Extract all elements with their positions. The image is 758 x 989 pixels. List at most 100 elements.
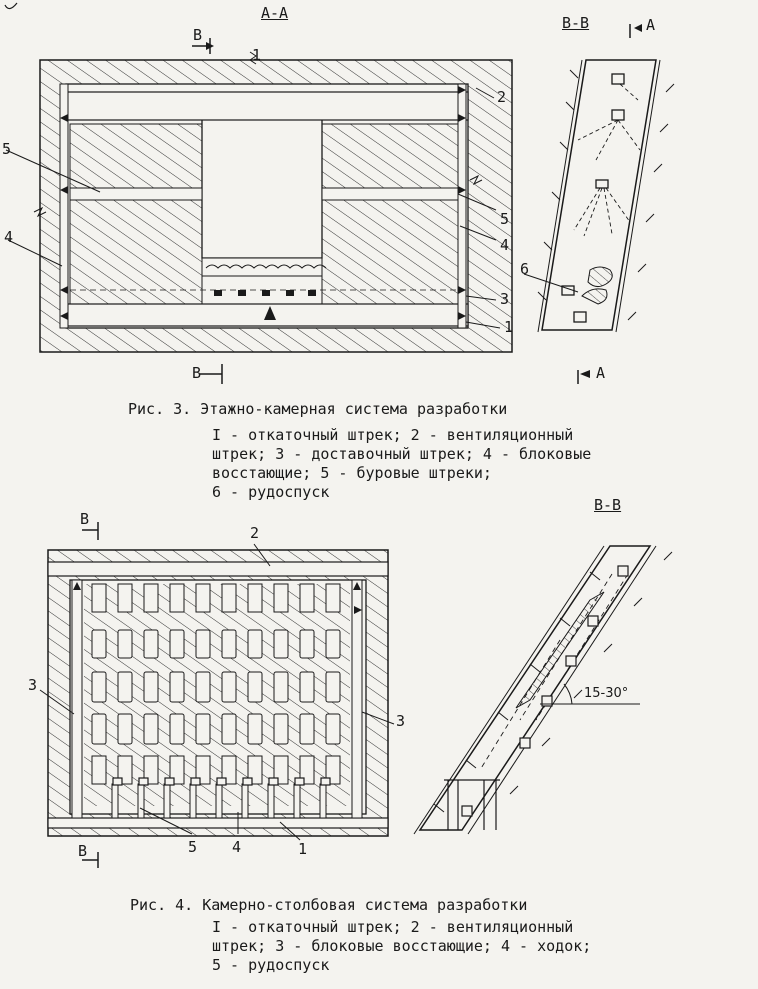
fig3-callout: 3	[500, 290, 510, 308]
room-opening	[143, 671, 159, 703]
room-opening	[273, 713, 289, 745]
room-opening	[221, 755, 237, 785]
fig4-callout: 4	[232, 838, 242, 856]
fig4-callout: 1	[298, 840, 308, 858]
fig3-section-aa	[5, 38, 513, 384]
fig3-section-bb	[523, 24, 675, 384]
room-opening	[143, 713, 159, 745]
fig4-cut-b-top: В	[80, 510, 90, 528]
fig3-section-bb-title: В-В	[562, 14, 590, 32]
ore-chute	[320, 777, 331, 786]
room-opening	[273, 671, 289, 703]
room-opening	[247, 671, 263, 703]
fig4-cut-b-bottom: В	[78, 842, 88, 860]
room-opening	[91, 755, 107, 785]
fig3-cut-a-top: А	[646, 16, 656, 34]
access-drift	[137, 783, 145, 819]
room-opening	[91, 583, 107, 613]
fig3-legend-line: 6 - рудоспуск	[212, 483, 330, 501]
room-opening	[325, 755, 341, 785]
ore-chute	[268, 777, 279, 786]
access-drift	[241, 783, 249, 819]
room-opening	[299, 755, 315, 785]
fig4-legend-line: штрек; 3 - блоковые восстающие; 4 - ходо…	[212, 937, 592, 955]
room-opening	[117, 713, 133, 745]
fig3-callout: 5	[500, 210, 510, 228]
room-opening	[247, 629, 263, 659]
room-opening	[117, 671, 133, 703]
fig3-callout: 5	[2, 140, 12, 158]
fig3-callout: 1	[252, 46, 262, 64]
room-opening	[117, 755, 133, 785]
access-drift	[111, 783, 119, 819]
fig3-cut-a-bottom: А	[596, 364, 606, 382]
fig4-callout: 2	[250, 524, 260, 542]
room-opening	[247, 583, 263, 613]
ore-chute	[164, 777, 175, 786]
room-opening	[91, 629, 107, 659]
fig4-caption-title: Рис. 4. Камерно-столбовая система разраб…	[130, 896, 528, 914]
room-opening	[143, 755, 159, 785]
fig4-section-bb	[413, 545, 673, 835]
room-opening	[117, 629, 133, 659]
room-opening	[247, 713, 263, 745]
fig3-callout: 6	[520, 260, 530, 278]
fig3-caption-title: Рис. 3. Этажно-камерная система разработ…	[128, 400, 508, 418]
access-drift	[163, 783, 171, 819]
room-opening	[247, 755, 263, 785]
room-opening	[221, 713, 237, 745]
fig3-legend-line: восстающие; 5 - буровые штреки;	[212, 464, 492, 482]
access-drift	[319, 783, 327, 819]
corner-mark	[4, 2, 18, 10]
room-opening	[169, 629, 185, 659]
access-drift	[267, 783, 275, 819]
room-opening	[299, 713, 315, 745]
room-opening	[325, 629, 341, 659]
ore-chute	[242, 777, 253, 786]
room-opening	[273, 629, 289, 659]
fig3-callout: 2	[497, 88, 507, 106]
ore-chute	[190, 777, 201, 786]
fig3-legend-line: штрек; 3 - доставочный штрек; 4 - блоков…	[212, 445, 592, 463]
room-opening	[221, 671, 237, 703]
fig4-plan	[39, 522, 395, 868]
room-opening	[299, 583, 315, 613]
room-opening	[91, 713, 107, 745]
room-opening	[143, 629, 159, 659]
room-opening	[299, 629, 315, 659]
room-opening	[169, 713, 185, 745]
room-opening	[169, 583, 185, 613]
ore-chute	[216, 777, 227, 786]
room-opening	[325, 583, 341, 613]
fig4-callout: 5	[188, 838, 198, 856]
room-opening	[169, 755, 185, 785]
room-opening	[273, 755, 289, 785]
room-opening	[195, 629, 211, 659]
access-drift	[215, 783, 223, 819]
fig4-dip-angle: 15-30°	[584, 686, 629, 701]
fig3-section-aa-title: А-А	[261, 4, 289, 22]
fig4-legend-line: I - откаточный штрек; 2 - вентиляционный	[212, 918, 574, 936]
room-opening	[195, 583, 211, 613]
fig3-callout: 4	[4, 228, 14, 246]
fig3-cut-b-bottom: В	[192, 364, 202, 382]
access-drift	[293, 783, 301, 819]
fig4-legend-line: 5 - рудоспуск	[212, 956, 330, 974]
ore-chute	[294, 777, 305, 786]
room-opening	[221, 629, 237, 659]
room-opening	[169, 671, 185, 703]
room-opening	[299, 671, 315, 703]
room-opening	[195, 671, 211, 703]
fig3-cut-b-top: В	[193, 26, 203, 44]
ore-chute	[112, 777, 123, 786]
access-drift	[189, 783, 197, 819]
room-opening	[221, 583, 237, 613]
fig3-callout: 4	[500, 236, 510, 254]
fig4-section-bb-title: В-В	[594, 496, 622, 514]
room-opening	[143, 583, 159, 613]
room-opening	[325, 713, 341, 745]
fig3-callout: 1	[504, 318, 514, 336]
room-opening	[325, 671, 341, 703]
room-opening	[195, 755, 211, 785]
